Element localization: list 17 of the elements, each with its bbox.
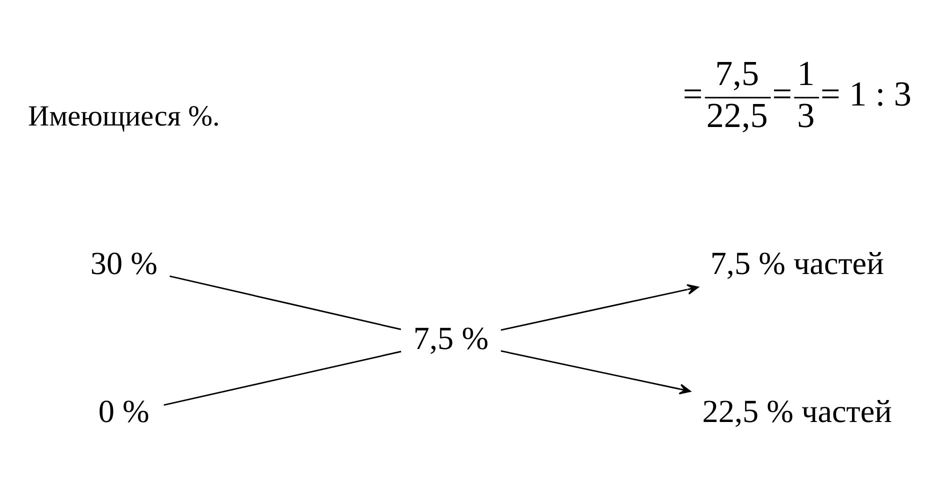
label: 3 <box>796 96 814 136</box>
node-text: 30 % <box>90 245 157 282</box>
arrow <box>500 284 698 331</box>
label: = <box>772 74 792 114</box>
connector <box>163 350 401 406</box>
connector <box>169 275 401 330</box>
label: = 1 : 3 <box>820 74 912 114</box>
node-text: 0 % <box>98 392 149 429</box>
label: Имеющиеся %. <box>27 100 220 132</box>
label: 7,5 <box>714 54 759 93</box>
label: 22,5 <box>706 96 768 136</box>
label: 1 <box>796 54 814 93</box>
node-text: 7,5 % <box>412 320 488 356</box>
node-text: 22,5 % частей <box>702 392 892 429</box>
arrow <box>500 350 690 394</box>
label: = <box>682 74 702 114</box>
node-text: 7,5 % частей <box>710 245 884 282</box>
